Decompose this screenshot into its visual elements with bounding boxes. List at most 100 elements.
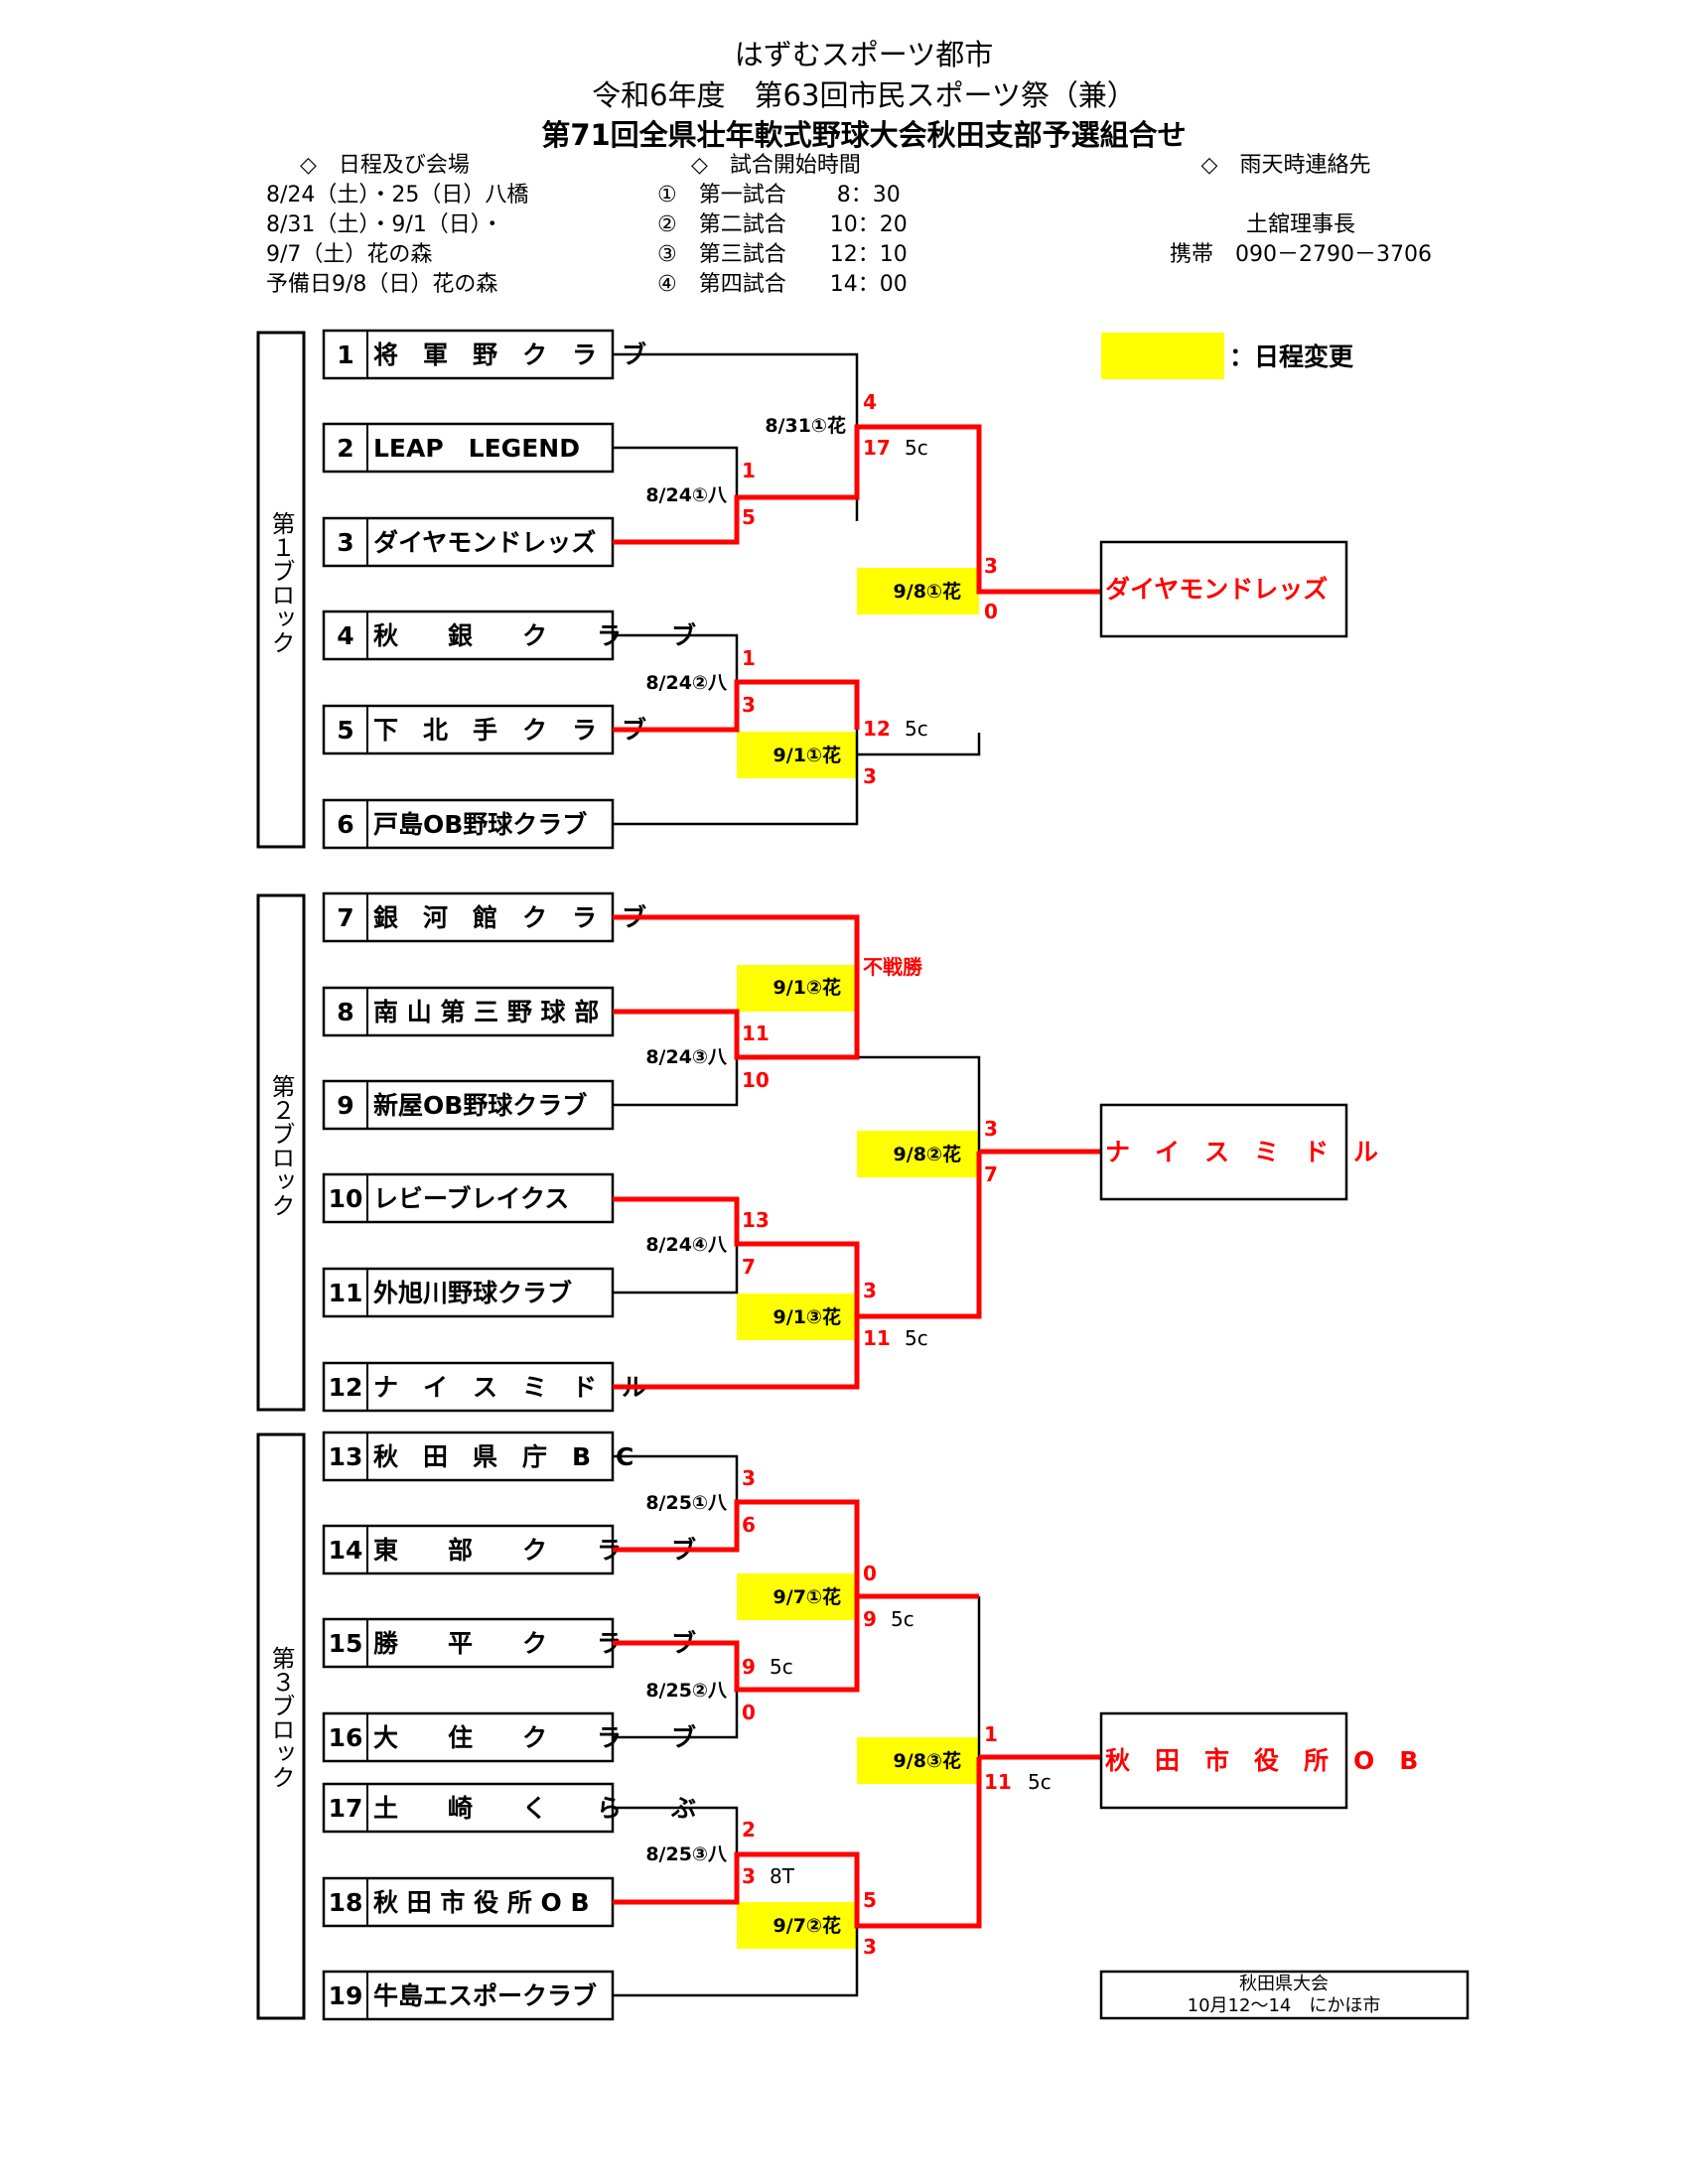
team-entry: 11 外旭川野球クラブ — [322, 1267, 615, 1318]
team-entry: 18 秋 田 市 役 所 O B — [322, 1876, 615, 1928]
team-name: 南 山 第 三 野 球 部 — [373, 998, 599, 1026]
score: 0 — [863, 1562, 877, 1585]
start-time-line: ④ 第四試合 14：00 — [657, 272, 908, 297]
score: 6 — [742, 1513, 756, 1537]
start-time-line: ③ 第三試合 12：10 — [657, 242, 908, 267]
winner-name-1: ダイヤモンドレッズ — [1105, 575, 1328, 604]
bracket-lines-winning — [613, 424, 1101, 1929]
team-number: 6 — [337, 810, 353, 839]
team-number: 17 — [329, 1794, 363, 1823]
start-times-heading: ◇ 試合開始時間 — [691, 153, 861, 178]
score: 3 — [984, 1117, 998, 1141]
game-note: 5c — [905, 436, 928, 460]
block-label-3: 第３ブロック — [267, 1646, 295, 1789]
team-name: 外旭川野球クラブ — [373, 1279, 572, 1307]
team-number: 19 — [329, 1981, 363, 2010]
contact-phone: 携帯 090－2790－3706 — [1170, 242, 1432, 267]
team-name: ナ イ ス ミ ド ル — [373, 1373, 646, 1402]
team-number: 5 — [337, 716, 353, 745]
score: 3 — [863, 1935, 877, 1959]
game-label: 9/1②花 — [774, 976, 841, 999]
score: 3 — [863, 1279, 877, 1302]
score: 1 — [742, 459, 756, 482]
team-entry: 9 新屋OB野球クラブ — [322, 1079, 615, 1131]
team-number: 1 — [337, 341, 353, 369]
final-info-line1: 秋田県大会 — [1239, 1974, 1329, 1994]
team-name: LEAP LEGEND — [373, 434, 580, 463]
team-name: レビーブレイクス — [373, 1184, 569, 1213]
team-number: 2 — [337, 434, 353, 463]
team-name: 秋 田 県 庁 B C — [373, 1442, 633, 1471]
score: 3 — [742, 1466, 756, 1490]
score: 13 — [742, 1208, 770, 1232]
winner-box-2 — [1099, 1103, 1348, 1201]
date-change-highlight — [737, 1573, 858, 1620]
contact-heading: ◇ 雨天時連絡先 — [1200, 153, 1371, 178]
legend-swatch — [1101, 333, 1224, 379]
date-change-highlight — [857, 568, 979, 614]
game-label: 8/25①八 — [645, 1492, 728, 1514]
block-label-2: 第２ブロック — [267, 1074, 295, 1217]
date-change-highlight — [737, 1294, 858, 1340]
start-times-info: ◇ 試合開始時間 ① 第一試合 8：30 ② 第二試合 10：20 ③ 第三試合… — [657, 151, 908, 300]
team-number: 10 — [329, 1184, 363, 1213]
winner-box-1 — [1099, 540, 1348, 638]
team-number: 11 — [329, 1279, 363, 1307]
block-frame-2 — [256, 893, 306, 1412]
game-label: 8/31①花 — [765, 414, 846, 437]
score: 0 — [984, 600, 998, 623]
score: 7 — [742, 1255, 756, 1279]
team-entry: 19 牛島エスポークラブ — [322, 1970, 615, 2021]
score: 11 — [984, 1770, 1012, 1794]
winner-name-2: ナ イ ス ミ ド ル — [1105, 1138, 1378, 1166]
final-info-box — [1099, 1970, 1470, 2020]
game-label: 8/25②八 — [645, 1680, 728, 1702]
page-title-line2: 令和6年度 第63回市民スポーツ祭（兼） — [592, 78, 1136, 112]
score: 不戦勝 — [863, 955, 923, 979]
team-name: 新屋OB野球クラブ — [373, 1091, 587, 1120]
start-time-line: ② 第二試合 10：20 — [657, 212, 908, 237]
date-change-highlight — [857, 1131, 979, 1177]
game-label: 8/24②八 — [645, 672, 728, 694]
score: 5 — [742, 505, 756, 529]
score: 1 — [984, 1722, 998, 1746]
winner-name-3: 秋 田 市 役 所 O B — [1105, 1746, 1418, 1775]
score: 11 — [863, 1326, 891, 1350]
score: 17 — [863, 436, 891, 460]
date-change-highlight — [737, 732, 858, 778]
team-name: 牛島エスポークラブ — [373, 1981, 597, 2010]
team-entry: 10 レビーブレイクス — [322, 1172, 615, 1224]
contact-name: 土舘理事長 — [1245, 212, 1355, 237]
team-name: 秋 田 市 役 所 O B — [373, 1888, 590, 1917]
team-number: 18 — [329, 1888, 363, 1917]
score: 7 — [984, 1162, 998, 1186]
score: 9 — [863, 1607, 877, 1631]
game-label: 8/24③八 — [645, 1046, 728, 1068]
team-name: 銀 河 館 ク ラ ブ — [373, 903, 646, 932]
team-number: 9 — [337, 1091, 353, 1120]
game-label: 8/25③八 — [645, 1843, 728, 1865]
score: 1 — [742, 646, 756, 670]
game-note: 5c — [770, 1655, 793, 1679]
game-note: 5c — [905, 1326, 928, 1350]
score: 3 — [863, 764, 877, 788]
score: 3 — [742, 693, 756, 717]
team-name: 将 軍 野 ク ラ ブ — [373, 341, 646, 369]
page-title-line3: 第71回全県壮年軟式野球大会秋田支部予選組合せ — [541, 118, 1187, 152]
game-label: 9/7①花 — [774, 1585, 841, 1608]
team-number: 3 — [337, 528, 353, 557]
date-change-highlight — [737, 1902, 858, 1949]
score: 12 — [863, 717, 891, 741]
page-title-line1: はずむスポーツ都市 — [734, 38, 994, 71]
team-number: 15 — [329, 1629, 363, 1658]
team-entry: 13 秋 田 県 庁 B C — [322, 1431, 633, 1482]
score: 5 — [863, 1888, 877, 1912]
schedule-line: 9/7（土）花の森 — [266, 242, 433, 267]
schedule-info: ◇ 日程及び会場 8/24（土）・25（日）八橋 8/31（土）・9/1（日）・… — [266, 151, 528, 300]
game-note: 8T — [770, 1864, 795, 1888]
block-frame-1 — [256, 331, 306, 849]
game-label: 8/24④八 — [645, 1234, 728, 1256]
team-number: 13 — [329, 1442, 363, 1471]
